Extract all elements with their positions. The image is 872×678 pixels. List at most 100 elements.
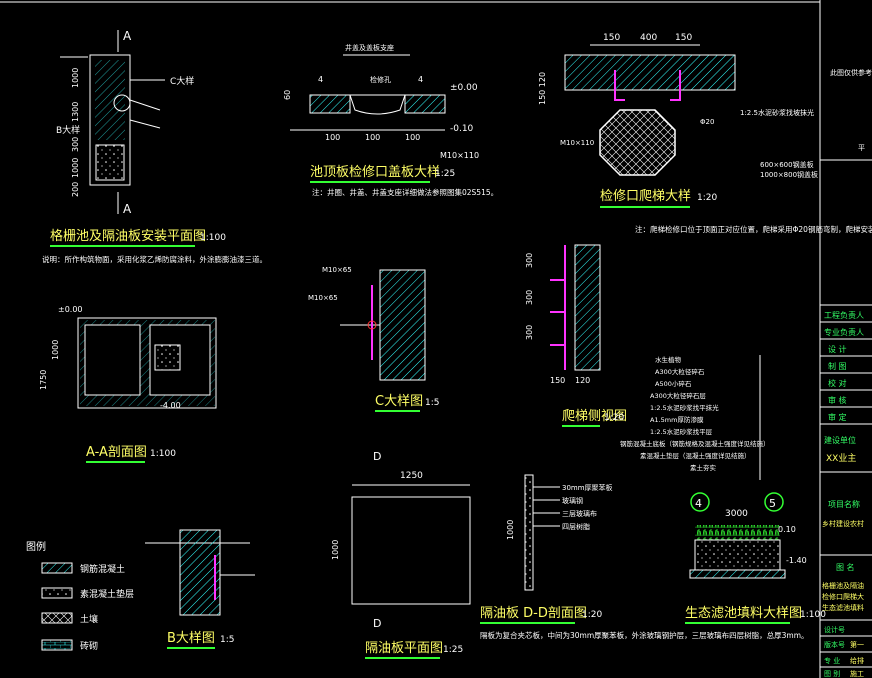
legend: 图例 钢筋混凝土 素混凝土垫层 土壤 砖砌: [26, 540, 134, 652]
svg-text:-0.10: -0.10: [450, 124, 474, 134]
section-aa-title: A-A剖面图: [86, 445, 147, 460]
svg-text:150: 150: [603, 33, 620, 43]
svg-text:设计号: 设计号: [824, 625, 845, 634]
cover-detail: 井盖及盖板支座 4 4 检修孔 ±0.00 -0.10 60 100 100 1…: [283, 43, 498, 197]
svg-text:D: D: [373, 450, 381, 463]
title-block: 此图仅供参考 平 工程负责人 专业负责人 设 计 制 图 校 对 审 核 审 定…: [820, 68, 872, 678]
svg-text:1000×800钢盖板: 1000×800钢盖板: [760, 170, 818, 179]
svg-text:4: 4: [418, 75, 423, 84]
svg-text:XX业主: XX业主: [826, 452, 856, 464]
svg-text:60: 60: [283, 90, 292, 100]
svg-text:300: 300: [525, 253, 534, 268]
svg-text:300: 300: [525, 325, 534, 340]
svg-text:版本号: 版本号: [824, 640, 845, 649]
section-aa: ±0.00 1000 1750 -4.00 A-A剖面图 1:100: [39, 305, 217, 463]
svg-text:建设单位: 建设单位: [824, 435, 856, 445]
svg-text:400: 400: [640, 33, 657, 43]
svg-text:1250: 1250: [400, 471, 423, 481]
svg-text:1:5: 1:5: [425, 398, 439, 408]
svg-text:井盖及盖板支座: 井盖及盖板支座: [345, 43, 394, 52]
svg-text:600×600钢盖板: 600×600钢盖板: [760, 160, 814, 169]
eco-title: 生态滤池填料大样图: [685, 606, 802, 621]
section-a-bottom: A: [123, 202, 132, 216]
svg-text:M10×110: M10×110: [440, 151, 479, 160]
svg-text:200: 200: [71, 182, 80, 197]
svg-text:施工: 施工: [850, 669, 864, 678]
legend-swatch-rc: [41, 562, 73, 574]
svg-text:审 核: 审 核: [828, 395, 847, 405]
detail-b: B大样图 1:5: [145, 529, 255, 649]
svg-text:±0.00: ±0.00: [58, 305, 83, 314]
svg-text:1000: 1000: [506, 520, 515, 540]
legend-title: 图例: [26, 540, 46, 553]
plan-grate-title: 格栅池及隔油板安装平面图: [50, 228, 206, 244]
svg-text:钢筋混凝土底板（钢筋规格及混凝土强度详见结施）: 钢筋混凝土底板（钢筋规格及混凝土强度详见结施）: [620, 439, 770, 448]
plan-grate-scale: 1:100: [200, 233, 226, 243]
svg-text:水生植物: 水生植物: [655, 355, 682, 364]
svg-text:1000: 1000: [51, 340, 60, 360]
svg-text:120: 120: [575, 376, 590, 385]
section-a-top: A: [123, 29, 132, 43]
legend-label-rc: 钢筋混凝土: [80, 563, 125, 575]
svg-text:0.10: 0.10: [778, 525, 796, 534]
ladder-note: 注：爬梯检修口位于顶面正对应位置，爬梯采用Φ20钢筋弯制，爬梯安装采用HDPE-…: [635, 224, 872, 234]
svg-text:300: 300: [71, 137, 80, 152]
svg-text:设 计: 设 计: [828, 344, 847, 354]
svg-text:-1.40: -1.40: [786, 556, 807, 565]
legend-label-soil: 土壤: [80, 613, 98, 625]
svg-text:检修口爬梯大: 检修口爬梯大: [822, 592, 864, 601]
detail-c-title: C大样图: [375, 394, 423, 409]
svg-text:1:5: 1:5: [220, 635, 234, 645]
plan-grate-note: 说明：所作构筑物面，采用化浆乙烯防腐涂料，外涂膨膨油漆三道。: [42, 254, 267, 264]
svg-text:3000: 3000: [725, 509, 748, 519]
svg-text:检修孔: 检修孔: [370, 75, 391, 84]
svg-text:图 别: 图 别: [824, 669, 840, 678]
svg-text:1:20: 1:20: [697, 193, 717, 203]
tb-top-note: 此图仅供参考: [830, 68, 872, 77]
svg-text:5: 5: [769, 497, 776, 510]
svg-text:项目名称: 项目名称: [828, 499, 860, 509]
svg-text:1:2.5水泥砂浆找平抹光: 1:2.5水泥砂浆找平抹光: [650, 403, 719, 412]
svg-text:给排: 给排: [850, 656, 864, 665]
svg-text:1:20: 1:20: [582, 610, 602, 620]
ladder-detail: 150 400 150 150 120 1:2.5水泥砂浆找坡抹光 Φ20 M1…: [538, 33, 818, 208]
oil-plan-title: 隔油板平面图: [365, 641, 443, 656]
svg-text:4: 4: [695, 497, 702, 510]
svg-text:1:20: 1:20: [604, 413, 624, 423]
legend-swatch-plain: [41, 587, 73, 599]
cover-title: 池顶板检修口盖板大样: [310, 165, 440, 180]
svg-text:300: 300: [525, 290, 534, 305]
legend-swatch-brick: [41, 639, 73, 651]
svg-text:审 定: 审 定: [828, 412, 847, 422]
detail-b-title: B大样图: [167, 631, 215, 646]
svg-text:±0.00: ±0.00: [450, 83, 478, 93]
svg-text:1000: 1000: [71, 158, 80, 178]
svg-text:1:100: 1:100: [800, 610, 826, 620]
svg-text:校 对: 校 对: [828, 378, 847, 388]
svg-text:图 名: 图 名: [836, 562, 855, 572]
tb-plan-mark: 平: [858, 144, 865, 152]
svg-text:1:2.5水泥砂浆找平层: 1:2.5水泥砂浆找平层: [650, 427, 713, 436]
svg-text:专 业: 专 业: [824, 656, 840, 665]
svg-text:玻璃钢: 玻璃钢: [562, 496, 583, 505]
ladder-title: 检修口爬梯大样: [600, 189, 691, 204]
cover-note: 注：井圈、井盖、井盖支座详细做法参照图集02S515。: [312, 187, 498, 197]
svg-text:素混凝土垫层（混凝土强度详见结施）: 素混凝土垫层（混凝土强度详见结施）: [640, 451, 751, 460]
svg-text:1:25: 1:25: [435, 169, 455, 179]
svg-text:D: D: [373, 617, 381, 630]
c-detail-ref: C大样: [170, 75, 194, 87]
svg-text:1000: 1000: [331, 540, 340, 560]
oil-plate-plan: D D 1250 1000 隔油板平面图 1:25: [331, 450, 471, 659]
oil-plate-section: 1000 30mm厚聚苯板 玻璃钢 三层玻璃布 四层树脂 隔油板 D-D剖面图 …: [480, 474, 809, 640]
svg-text:专业负责人: 专业负责人: [824, 327, 864, 337]
svg-text:M10×65: M10×65: [308, 294, 338, 302]
legend-label-plain: 素混凝土垫层: [80, 588, 134, 600]
svg-text:150 120: 150 120: [538, 72, 547, 105]
svg-text:素土夯实: 素土夯实: [690, 463, 717, 472]
svg-text:A300大粒径碎石: A300大粒径碎石: [655, 367, 705, 376]
svg-text:Φ20: Φ20: [700, 118, 714, 126]
svg-text:100: 100: [405, 133, 420, 142]
svg-text:1:100: 1:100: [150, 449, 176, 459]
svg-text:制 图: 制 图: [828, 361, 847, 371]
svg-text:1:2.5水泥砂浆找坡抹光: 1:2.5水泥砂浆找坡抹光: [740, 108, 814, 117]
